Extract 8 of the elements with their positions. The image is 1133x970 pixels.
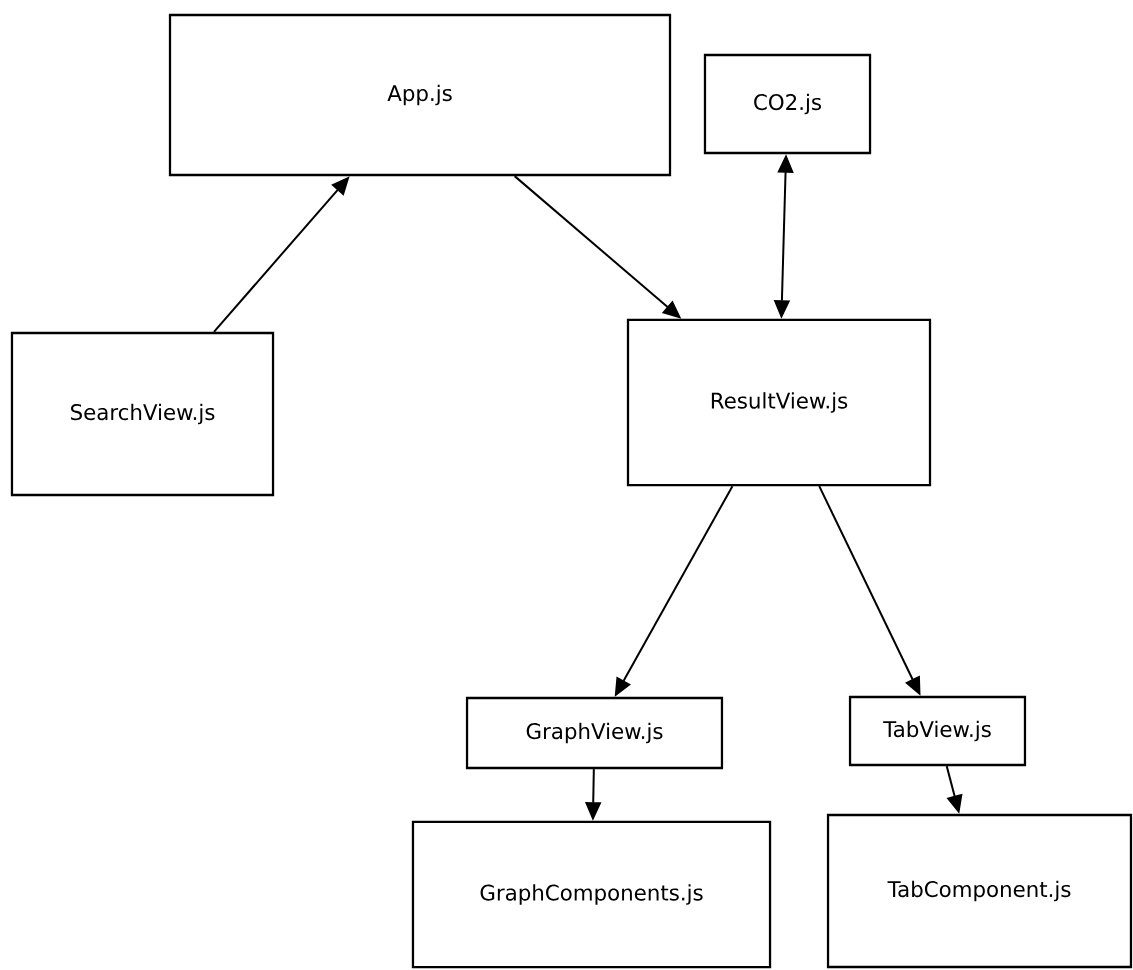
file-box: SearchView.js: [10, 331, 275, 497]
file-box: GraphView.js: [465, 696, 724, 770]
file-box: TabView.js: [848, 695, 1027, 767]
file-box: App.js: [168, 13, 672, 177]
file-box: CO2.js: [703, 53, 872, 155]
file-box: ResultView.js: [626, 318, 932, 487]
file-box: TabComponent.js: [826, 813, 1133, 969]
file-box: GraphComponents.js: [411, 820, 772, 969]
